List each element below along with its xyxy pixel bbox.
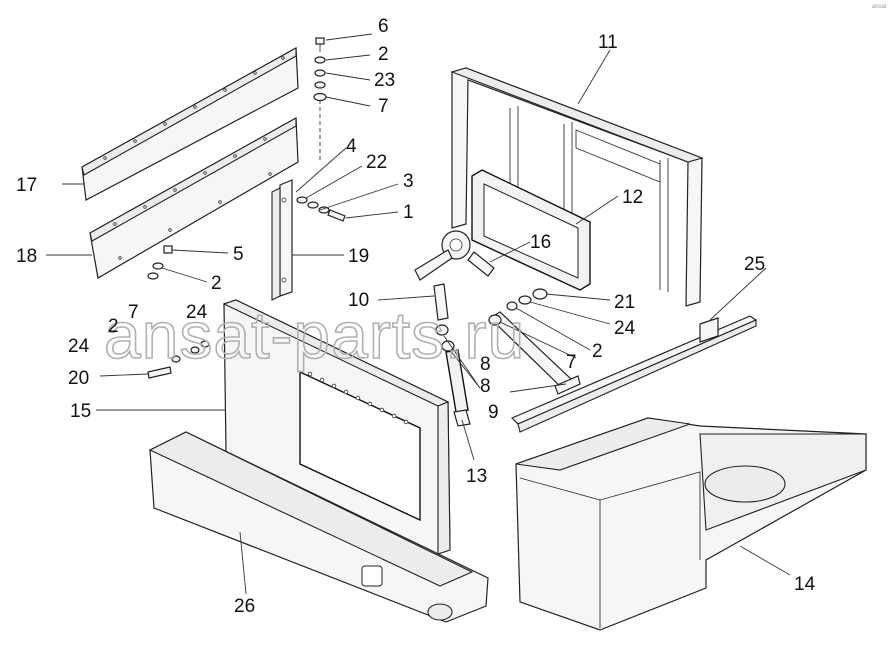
part-25-rail: [510, 315, 758, 433]
callout-7: 7: [378, 96, 389, 117]
callout-7-left: 7: [128, 302, 139, 323]
callout-2-right: 2: [592, 341, 603, 362]
callout-6: 6: [378, 16, 389, 37]
callout-8-b: 8: [480, 376, 491, 397]
callout-12: 12: [622, 187, 643, 208]
callout-15: 15: [70, 401, 91, 422]
part-16-lever: [414, 230, 495, 281]
callout-24-left: 24: [186, 302, 208, 323]
part-15-door-panel: [222, 299, 451, 555]
callout-23: 23: [374, 70, 395, 91]
part-11-back-frame: [450, 67, 704, 307]
leader-lines: [46, 33, 791, 595]
callouts: 6 2 23 7 4 22 3 1 17 18 5 2 19 7 24 2 24…: [16, 16, 816, 617]
callout-5: 5: [233, 244, 244, 265]
callout-2: 2: [378, 44, 389, 65]
callout-18: 18: [16, 246, 37, 267]
hardware-stack-top: [313, 37, 327, 160]
callout-17: 17: [16, 175, 37, 196]
callout-24-left2: 24: [68, 336, 90, 357]
callout-22: 22: [366, 152, 387, 173]
part-12-window-frame: [471, 169, 591, 291]
corner-mark: ansat: [872, 4, 887, 10]
callout-11: 11: [598, 32, 618, 53]
part-18-lower-strip: [89, 117, 299, 279]
callout-2-left2: 2: [108, 316, 119, 337]
callout-21: 21: [614, 292, 635, 313]
callout-7-right: 7: [566, 352, 577, 373]
callout-25: 25: [744, 254, 765, 275]
part-13-strut: [433, 283, 471, 427]
callout-13: 13: [466, 466, 487, 487]
callout-8: 8: [480, 354, 491, 375]
callout-2-left: 2: [211, 273, 222, 294]
callout-20: 20: [68, 368, 89, 389]
callout-9: 9: [488, 402, 499, 423]
callout-10: 10: [348, 290, 369, 311]
part-26-base: [148, 431, 489, 623]
callout-19: 19: [348, 246, 369, 267]
hardware-bolt-20: [147, 340, 210, 379]
hardware-bolt-right: [296, 196, 346, 222]
callout-4: 4: [346, 136, 357, 157]
hardware-bolt-left: [147, 245, 173, 280]
watermark-text: ansat-parts.ru: [104, 298, 525, 372]
part-17-upper-strip: [81, 47, 299, 201]
part-19-bracket: [271, 179, 293, 301]
callout-24-right: 24: [614, 318, 636, 339]
callout-26: 26: [234, 596, 255, 617]
callout-16: 16: [530, 232, 551, 253]
callout-14: 14: [794, 574, 816, 595]
callout-3: 3: [403, 171, 414, 192]
part-14-console: [515, 417, 867, 631]
linkage-right: [488, 288, 581, 395]
callout-1: 1: [403, 202, 414, 223]
